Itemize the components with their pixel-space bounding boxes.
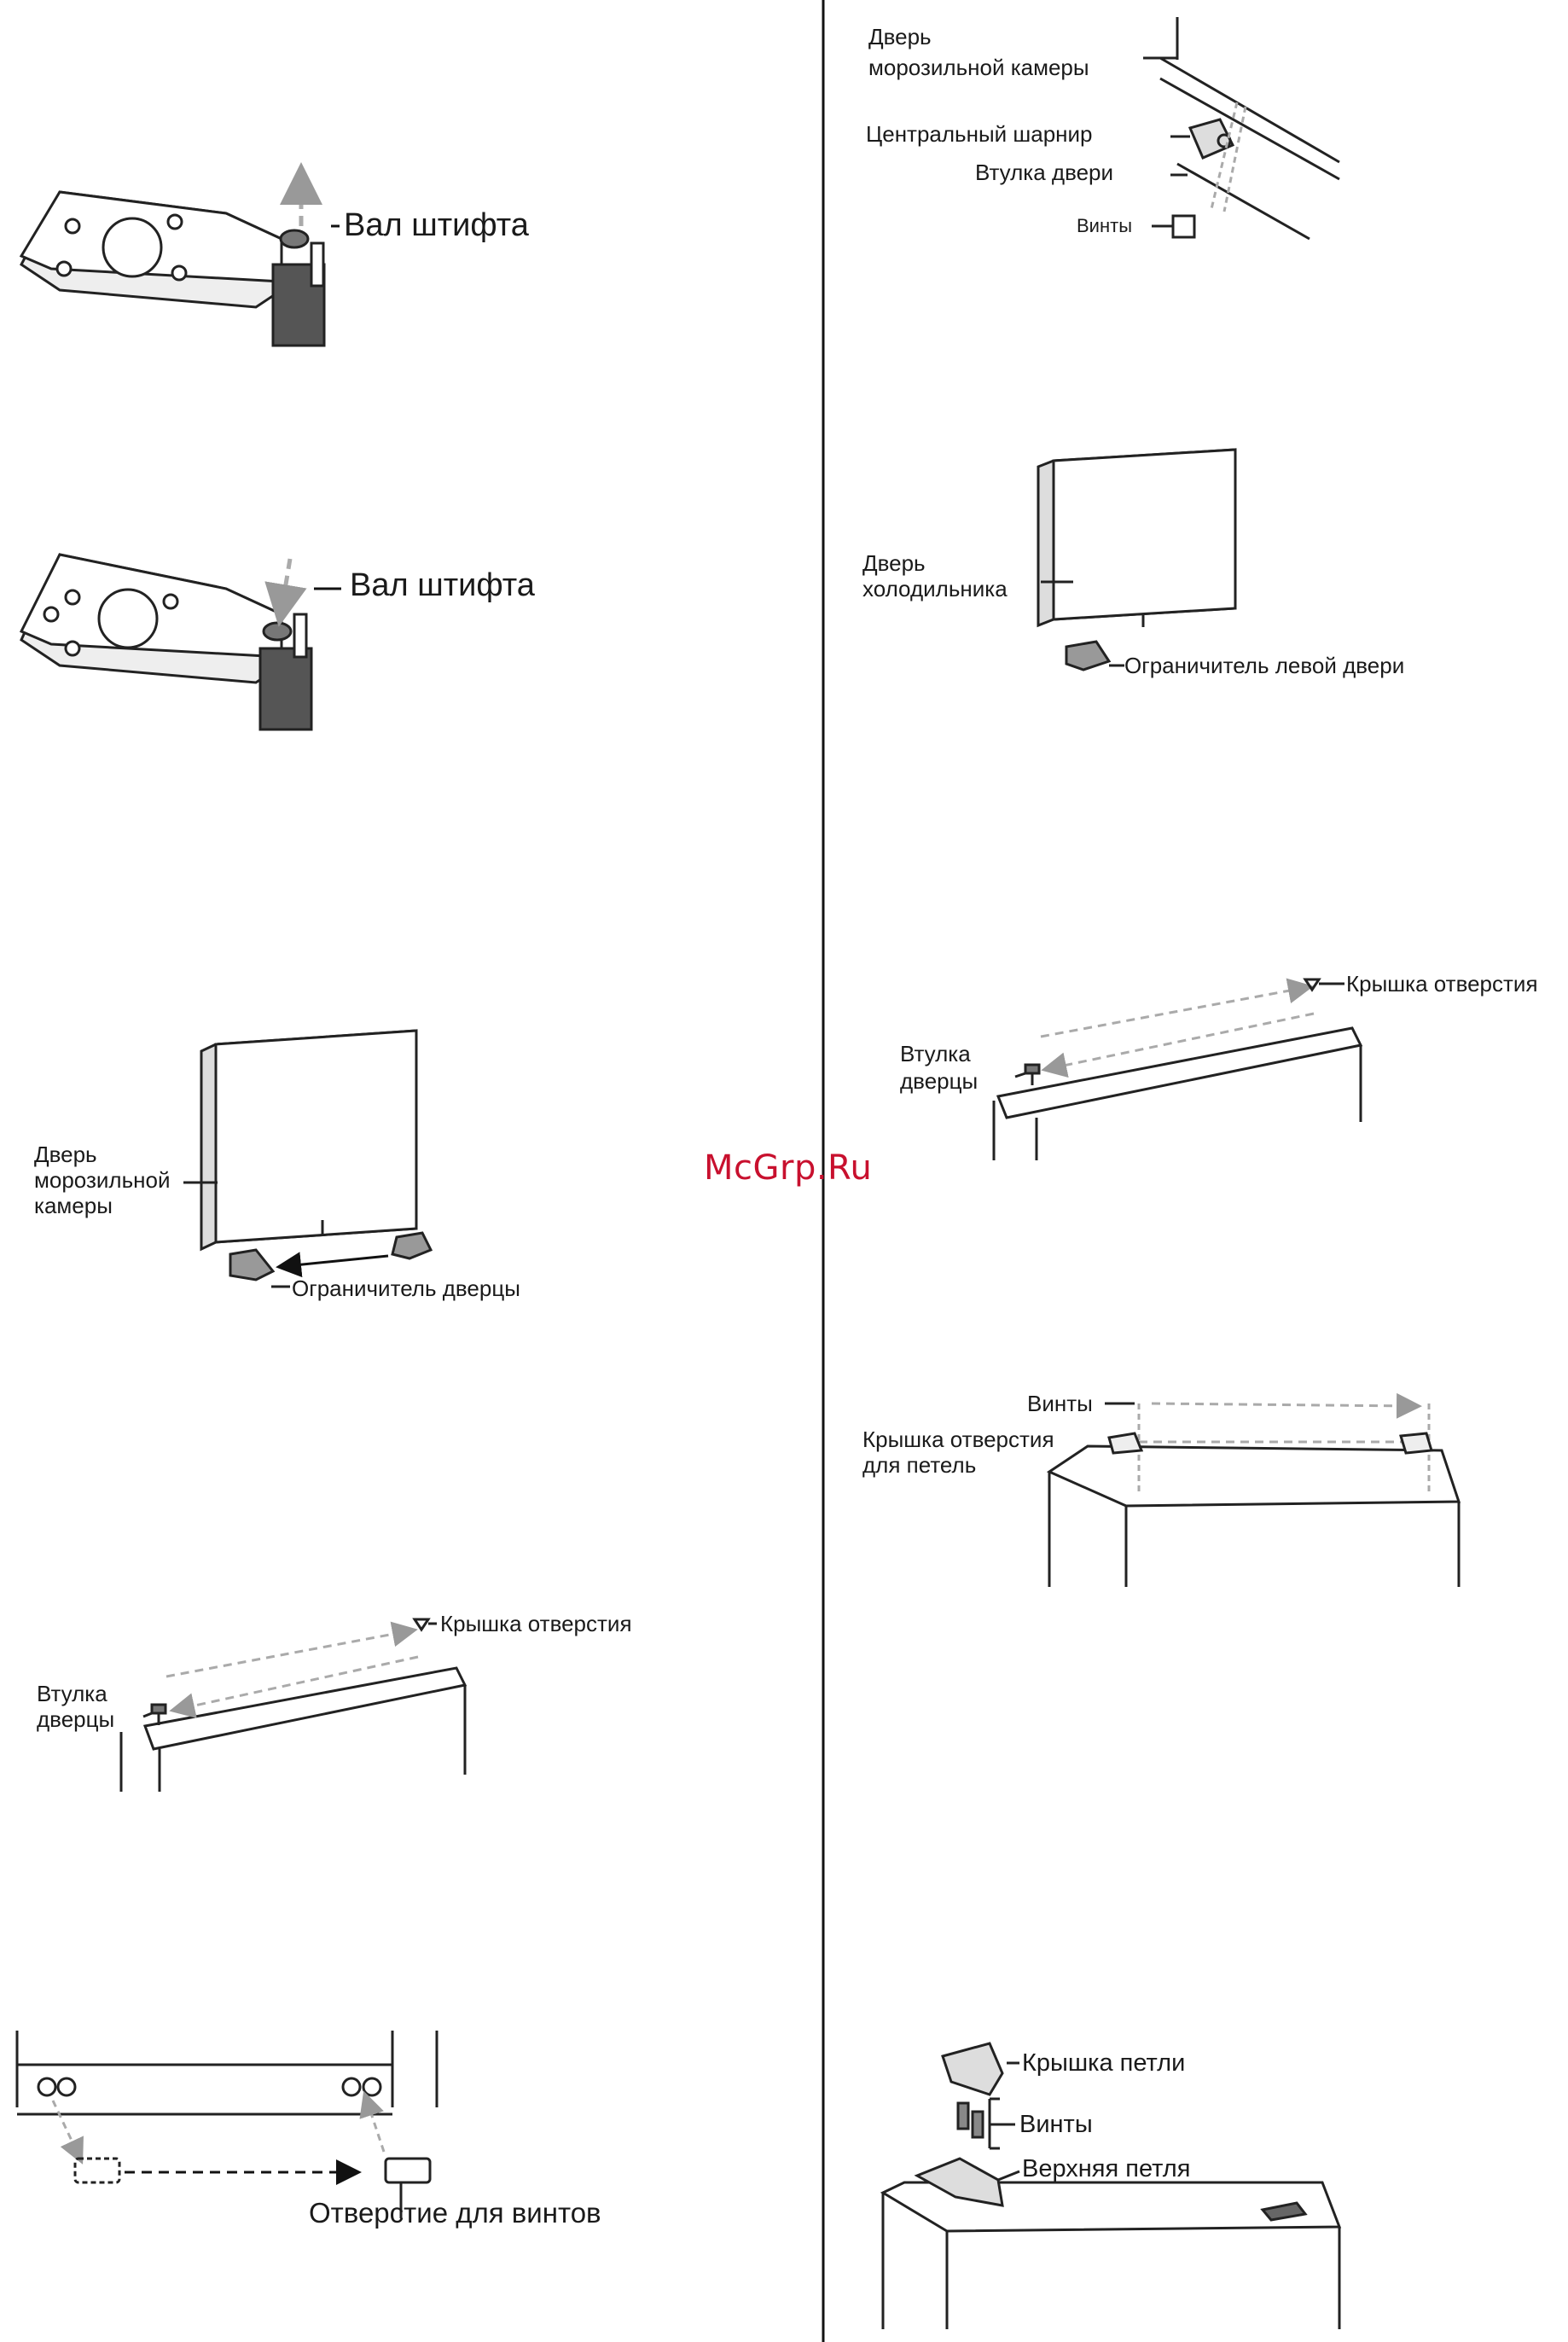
- label-center-hinge: Центральный шарнир: [866, 121, 1093, 147]
- freezer-door-line-2: морозильной: [34, 1167, 171, 1193]
- hinge-pin-removal-diagram: [19, 162, 340, 347]
- door-bushing-left-line-2: дверцы: [37, 1706, 115, 1732]
- label-pin-shaft-1: Вал штифта: [344, 207, 529, 243]
- label-door-bushing: Втулка двери: [975, 160, 1114, 185]
- label-hole-cover-right: Крышка отверстия: [1346, 971, 1538, 997]
- cabinet-top-covers-diagram: [1046, 1392, 1461, 1587]
- label-screws-2: Винты: [1027, 1391, 1093, 1416]
- door-top-bushing-diagram-left: [119, 1618, 467, 1792]
- label-hole-cover-left: Крышка отверстия: [440, 1611, 632, 1636]
- freezer-door-right-line-2: морозильной камеры: [868, 55, 1089, 80]
- top-hinge-diagram: [880, 2042, 1342, 2329]
- fridge-door-line-2: холодильника: [862, 576, 1008, 601]
- freezer-door-line-3: камеры: [34, 1193, 113, 1218]
- door-bushing-right-line-2: дверцы: [900, 1068, 979, 1094]
- label-door-stopper: Ограничитель дверцы: [292, 1276, 520, 1301]
- hinge-hole-cover-line-1: Крышка отверстия: [862, 1427, 1054, 1452]
- label-screw-hole: Отверстие для винтов: [309, 2197, 601, 2229]
- label-screws-3: Винты: [1019, 2111, 1093, 2138]
- watermark: McGrp.Ru: [704, 1148, 873, 1188]
- center-hinge-diagram: [1143, 17, 1340, 241]
- fridge-door-diagram: [1037, 448, 1237, 671]
- label-upper-hinge: Верхняя петля: [1022, 2155, 1191, 2182]
- freezer-door-diagram: [183, 1029, 433, 1288]
- hinge-pin-insert-diagram: [19, 553, 341, 731]
- freezer-door-right-line-1: Дверь: [868, 24, 932, 49]
- door-bushing-right-line-1: Втулка: [900, 1041, 971, 1066]
- door-bushing-left-line-1: Втулка: [37, 1681, 107, 1706]
- label-pin-shaft-2: Вал штифта: [350, 567, 535, 603]
- label-screws-1: Винты: [1077, 215, 1133, 236]
- label-left-door-stopper: Ограничитель левой двери: [1124, 653, 1405, 678]
- label-hinge-cover: Крышка петли: [1022, 2049, 1186, 2077]
- freezer-door-line-1: Дверь: [34, 1142, 97, 1167]
- fridge-door-line-1: Дверь: [862, 550, 926, 576]
- screw-hole-frame-diagram: [15, 2031, 438, 2218]
- hinge-hole-cover-line-2: для петель: [862, 1452, 977, 1478]
- door-top-bushing-diagram-right: [992, 978, 1363, 1160]
